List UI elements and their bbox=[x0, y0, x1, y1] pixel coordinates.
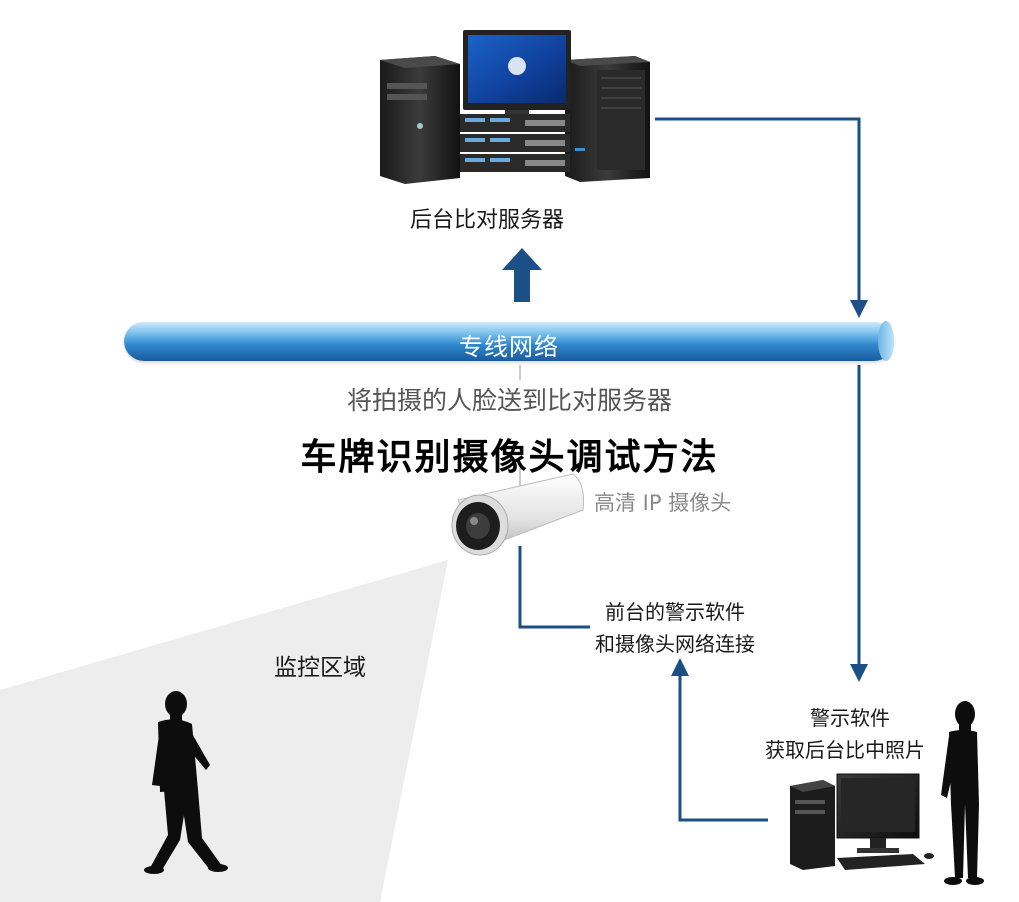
person-icon bbox=[144, 691, 228, 874]
frontend-label-line2: 和摄像头网络连接 bbox=[595, 632, 755, 656]
server-cluster-icon bbox=[375, 28, 660, 186]
zone-label: 监控区域 bbox=[274, 655, 366, 681]
caption-text: 将拍摄的人脸送到比对服务器 bbox=[346, 386, 672, 415]
alarm-label-line1: 警示软件 bbox=[810, 706, 890, 730]
desktop-computer-icon bbox=[790, 773, 934, 870]
camera-label: 高清 IP 摄像头 bbox=[594, 491, 732, 515]
up-arrow-icon bbox=[502, 248, 542, 302]
camera-icon bbox=[438, 470, 588, 565]
network-pipe: 专线网络 bbox=[124, 321, 894, 361]
page-title: 车牌识别摄像头调试方法 bbox=[300, 437, 719, 478]
server-label: 后台比对服务器 bbox=[410, 208, 565, 233]
alarm-label-line2: 获取后台比中照片 bbox=[765, 738, 925, 762]
person-icon bbox=[941, 701, 984, 885]
pipe-end-cap bbox=[878, 321, 894, 361]
network-label: 专线网络 bbox=[459, 333, 559, 361]
frontend-label-line1: 前台的警示软件 bbox=[605, 600, 745, 624]
